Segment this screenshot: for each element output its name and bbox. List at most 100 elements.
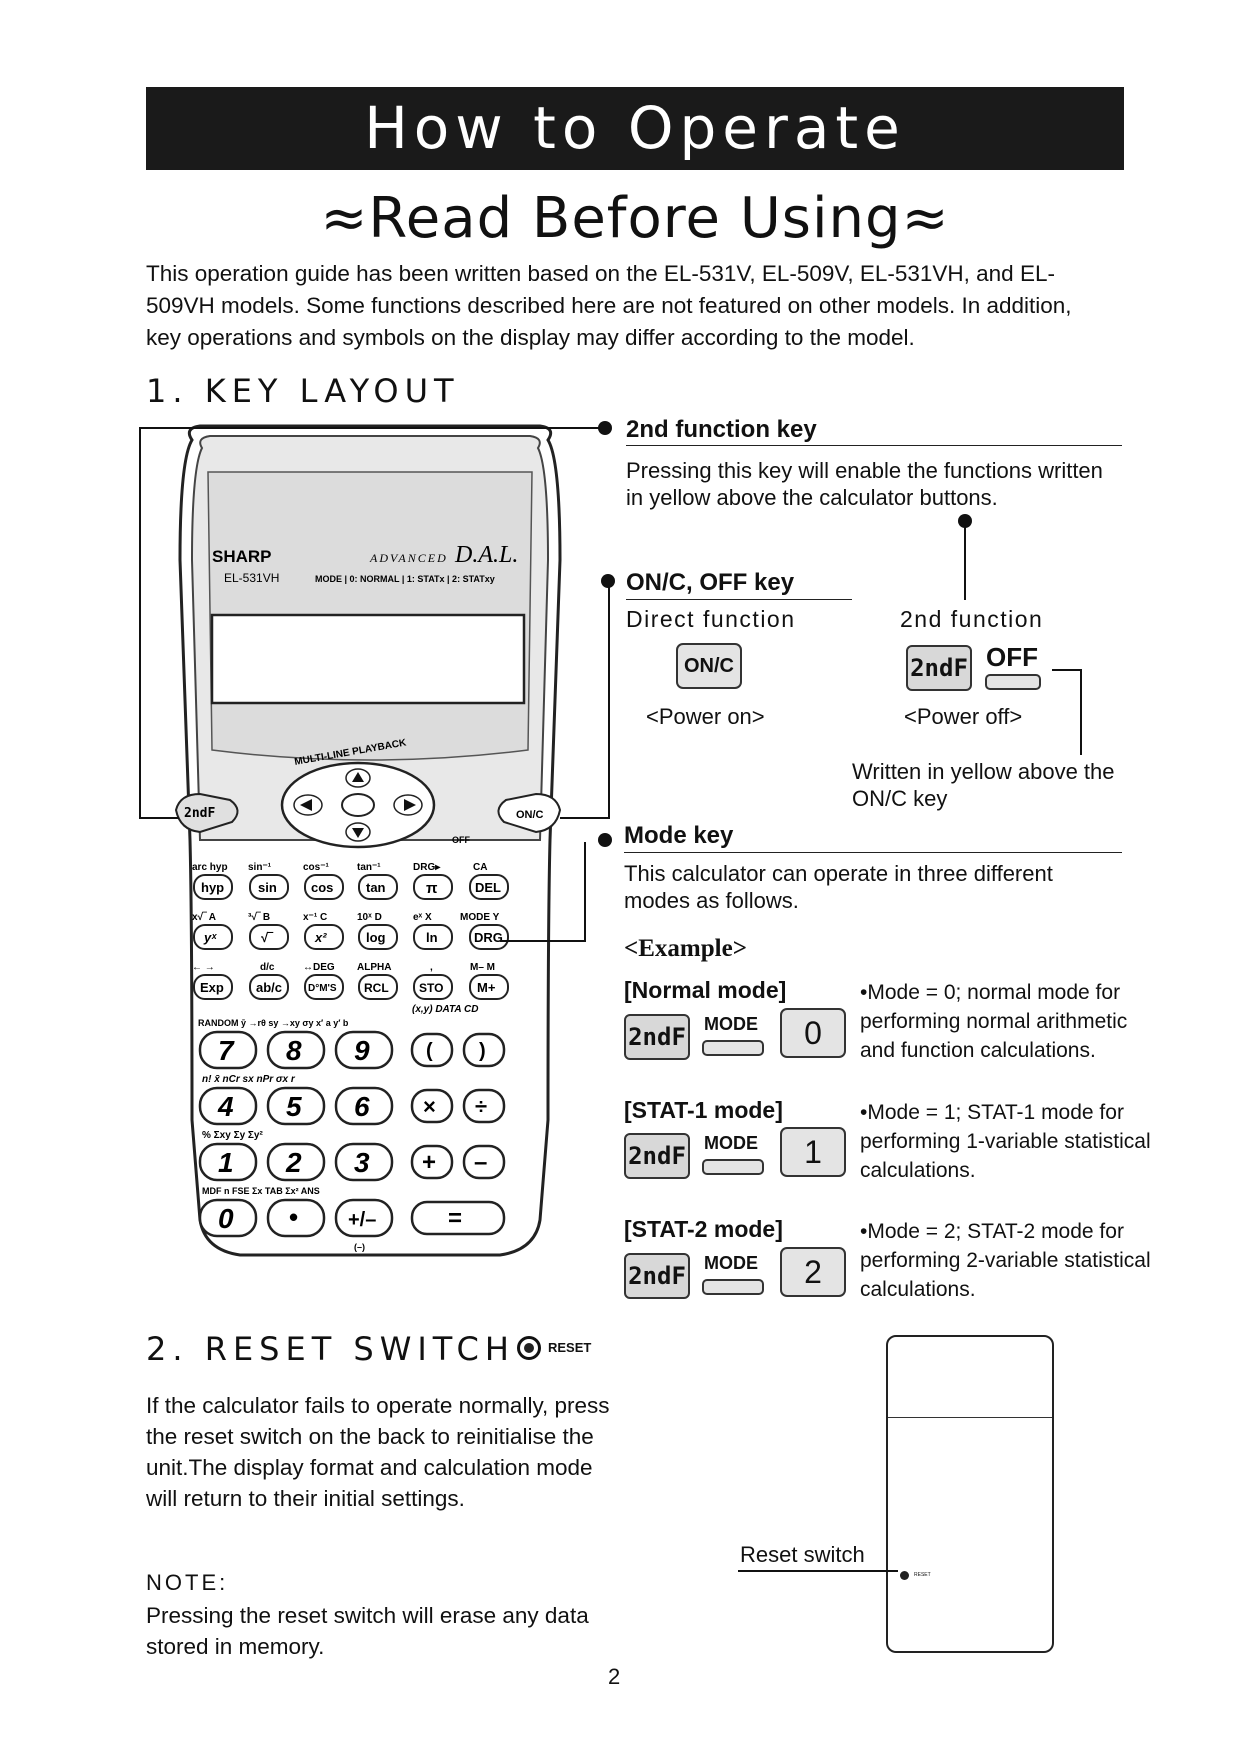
- mode-key-title: Mode key: [624, 822, 734, 849]
- connector-onc: [608, 583, 610, 817]
- svg-text:tan: tan: [366, 880, 386, 895]
- svg-text:π: π: [426, 880, 438, 897]
- reset-small-label: RESET: [914, 1572, 931, 1578]
- mode2-2ndf-key: 2ndF: [624, 1253, 690, 1299]
- svg-text:eˣ X: eˣ X: [413, 912, 432, 923]
- svg-text:ab/c: ab/c: [256, 980, 282, 995]
- svg-text:arc hyp: arc hyp: [192, 862, 228, 873]
- mode1-mode-label: MODE: [704, 1133, 758, 1153]
- svg-text:% Σxy Σy: % Σxy Σy Σy²: [202, 1130, 263, 1141]
- dal-label: D.A.L.: [454, 542, 518, 568]
- model-label: EL-531VH: [224, 571, 279, 585]
- svg-text:(x,y) DATA CD: (x,y) DATA CD: [412, 1004, 478, 1015]
- divider: [626, 599, 852, 600]
- stat2-mode-desc: •Mode = 2; STAT-2 mode for performing 2-…: [860, 1220, 1151, 1301]
- connector-off-v: [1080, 669, 1082, 755]
- calculator-display: [210, 613, 526, 705]
- svg-text:RCL: RCL: [364, 981, 389, 995]
- svg-text:4: 4: [217, 1091, 234, 1122]
- mode1-2ndf-key: 2ndF: [624, 1133, 690, 1179]
- svg-text:6: 6: [354, 1091, 370, 1122]
- svg-text:3: 3: [354, 1147, 370, 1178]
- stat1-mode-title: [STAT-1 mode]: [624, 1097, 783, 1123]
- second-function-title: 2nd function key: [626, 416, 817, 443]
- second-function-text: Pressing this key will enable the functi…: [626, 458, 1103, 510]
- reset-switch-dot: [900, 1571, 909, 1580]
- svg-text:M– M: M– M: [470, 962, 495, 973]
- secondf-key: 2ndF: [906, 645, 972, 691]
- svg-text:sin⁻¹: sin⁻¹: [248, 862, 272, 873]
- bullet-mode: [598, 833, 612, 847]
- svg-text:x²: x²: [314, 930, 327, 945]
- mode2-mode-key: [702, 1279, 764, 1295]
- mode0-mode-label: MODE: [704, 1014, 758, 1034]
- svg-text:–: –: [474, 1149, 487, 1176]
- connector-off: [1052, 669, 1082, 671]
- svg-text:2: 2: [285, 1147, 302, 1178]
- svg-text:CA: CA: [473, 862, 487, 873]
- svg-text:÷: ÷: [475, 1094, 487, 1119]
- calculator-illustration: SHARP ADVANCED D.A.L. EL-531VH MODE | 0:…: [174, 424, 562, 1257]
- numeric-keypad: RANDOM ȳ →rθ sy →xy σy x′ a y′ b 7 8 9 (…: [198, 1018, 506, 1252]
- right-arrow-icon: [404, 799, 416, 811]
- power-off-label: <Power off>: [904, 704, 1023, 729]
- mode2-digit-key: 2: [780, 1247, 846, 1297]
- connector-mode: [584, 842, 586, 942]
- section-key-layout-heading: 1. KEY LAYOUT: [146, 372, 460, 410]
- connector-2ndf-vertical: [139, 427, 141, 819]
- off-key: [985, 674, 1041, 690]
- mode1-digit-key: 1: [780, 1127, 846, 1177]
- left-arrow-icon: [300, 799, 312, 811]
- connector-onc-h: [560, 817, 610, 819]
- normal-mode-title: [Normal mode]: [624, 977, 787, 1003]
- svg-text:7: 7: [218, 1035, 235, 1066]
- svg-text:ALPHA: ALPHA: [357, 962, 391, 973]
- svg-text:log: log: [366, 930, 386, 945]
- mode0-mode-key: [702, 1040, 764, 1056]
- bullet-2ndf: [598, 421, 612, 435]
- stat2-mode-title: [STAT-2 mode]: [624, 1216, 783, 1242]
- svg-text:•: •: [289, 1202, 298, 1232]
- svg-text:Exp: Exp: [200, 980, 224, 995]
- reset-switch-label: Reset switch: [740, 1542, 865, 1567]
- svg-text:+/–: +/–: [348, 1209, 376, 1231]
- normal-mode-desc: •Mode = 0; normal mode for performing no…: [860, 981, 1128, 1062]
- svg-text:³√‾ B: ³√‾ B: [248, 911, 270, 923]
- mode0-2ndf-key: 2ndF: [624, 1014, 690, 1060]
- svg-text:(: (: [426, 1040, 433, 1062]
- svg-text:STO: STO: [419, 981, 443, 995]
- bullet-onc: [601, 574, 615, 588]
- mode-label: MODE | 0: NORMAL | 1: STATx | 2: STATxy: [315, 574, 495, 584]
- note-label: NOTE:: [146, 1570, 229, 1595]
- calculator-back-illustration: RESET: [886, 1335, 1054, 1653]
- onc-key: ON/C: [676, 643, 742, 689]
- calc-onc-key: [497, 792, 562, 834]
- down-arrow-icon: [352, 828, 364, 838]
- svg-text:tan⁻¹: tan⁻¹: [357, 862, 381, 873]
- divider: [624, 852, 1122, 853]
- intro-paragraph: This operation guide has been written ba…: [146, 261, 1072, 350]
- svg-text:,: ,: [430, 962, 433, 973]
- reset-switch-pointer: [738, 1570, 898, 1572]
- svg-text:← →: ← →: [192, 962, 215, 973]
- svg-text:cos⁻¹: cos⁻¹: [303, 862, 330, 873]
- svg-text:1: 1: [218, 1147, 234, 1178]
- svg-text:0: 0: [218, 1203, 234, 1234]
- svg-text:x√‾ A: x√‾ A: [192, 911, 216, 923]
- example-label: <Example>: [624, 935, 747, 962]
- svg-text:MDF n FSE Σx TAB Σx: MDF n FSE Σx TAB Σx² ANS: [202, 1186, 320, 1196]
- series-label: ADVANCED: [369, 551, 448, 565]
- svg-text:M+: M+: [477, 980, 496, 995]
- svg-text:=: =: [448, 1205, 462, 1232]
- svg-text:d/c: d/c: [260, 962, 275, 973]
- svg-text:): ): [479, 1040, 486, 1062]
- mode2-mode-label: MODE: [704, 1253, 758, 1273]
- subtitle: ≈Read Before Using≈: [320, 186, 950, 251]
- svg-text:DRG▸: DRG▸: [413, 862, 441, 873]
- svg-text:DRG: DRG: [474, 930, 503, 945]
- svg-text:8: 8: [286, 1035, 302, 1066]
- page-number: 2: [608, 1664, 621, 1689]
- off-label: OFF: [986, 642, 1038, 672]
